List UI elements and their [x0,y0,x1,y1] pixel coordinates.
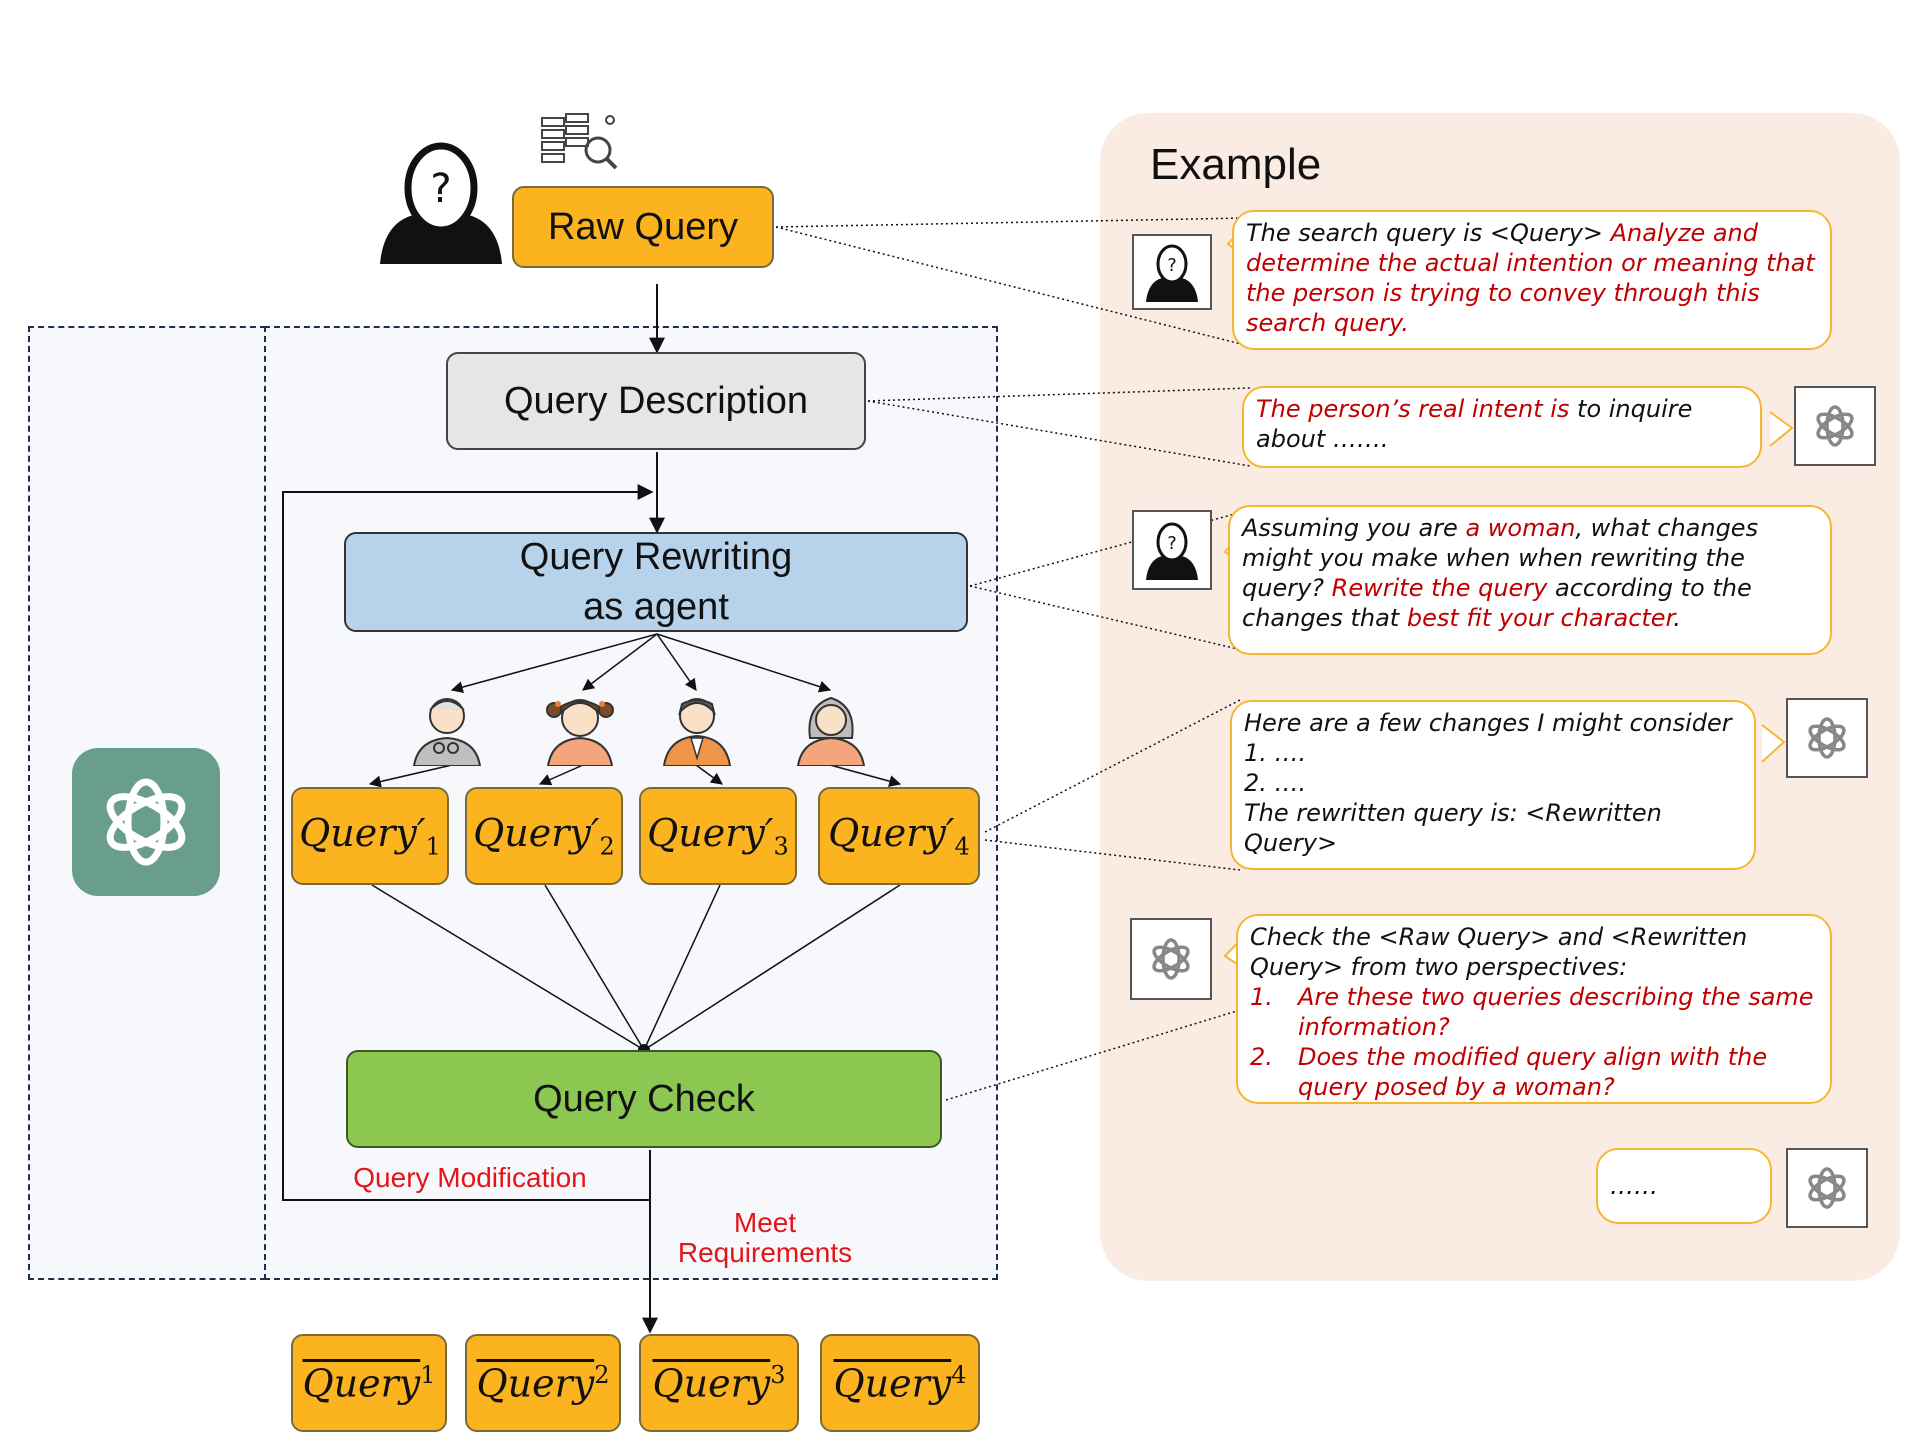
query-rewriting-box: Query Rewriting as agent [344,532,968,632]
openai-logo-icon [72,748,220,896]
rewritten-query-box-3: Query′3 [639,787,797,885]
openai-avatar-icon-1 [1794,386,1876,466]
svg-text:?: ? [1167,255,1177,276]
query-rewriting-label-1: Query Rewriting [519,536,793,578]
openai-avatar-icon-3 [1130,918,1212,1000]
query-description-label: Query Description [503,379,809,422]
llm-container-left [28,326,266,1280]
svg-text:?: ? [430,166,451,212]
query-modification-label: Query Modification [353,1162,587,1193]
raw-query-box: Raw Query [512,186,774,268]
final-query-box-1: Query1 [291,1334,447,1432]
openai-avatar-icon-2 [1786,698,1868,778]
query-check-label: Query Check [533,1077,755,1120]
query-description-box: Query Description [446,352,866,450]
example-title: Example [1150,140,1322,189]
bubble-rewrite-prompt: Assuming you are a woman, what changes m… [1228,505,1832,655]
bubble-analyze-prompt: The search query is <Query> Analyze and … [1232,210,1832,350]
user-question-icon: ? [376,140,506,266]
bubble-check-prompt: Check the <Raw Query> and <Rewritten Que… [1236,914,1832,1104]
girl-icon [540,688,620,767]
user-avatar-icon-1: ? [1132,234,1212,310]
old-man-icon [408,688,486,767]
bubble-intent-answer: The person’s real intent is to inquire a… [1242,386,1762,468]
rewritten-query-box-1: Query′1 [291,787,449,885]
woman-icon [792,688,870,767]
rewritten-query-box-4: Query′4 [818,787,980,885]
bubble-rewrite-answer: Here are a few changes I might consider … [1230,700,1756,870]
user-avatar-icon-2: ? [1132,510,1212,590]
final-query-box-2: Query2 [465,1334,621,1432]
query-check-box: Query Check [346,1050,942,1148]
final-query-box-3: Query3 [639,1334,799,1432]
final-query-box-4: Query4 [820,1334,980,1432]
svg-text:?: ? [1167,533,1177,554]
bubble-ellipsis: …… [1596,1148,1772,1224]
raw-query-label: Raw Query [547,205,739,248]
openai-avatar-icon-4 [1786,1148,1868,1228]
query-rewriting-label-2: as agent [583,586,729,628]
businessman-icon [658,688,736,767]
rewritten-query-box-2: Query′2 [465,787,623,885]
database-search-icon [540,112,620,172]
meet-requirements-label: Meet Requirements [677,1207,853,1268]
